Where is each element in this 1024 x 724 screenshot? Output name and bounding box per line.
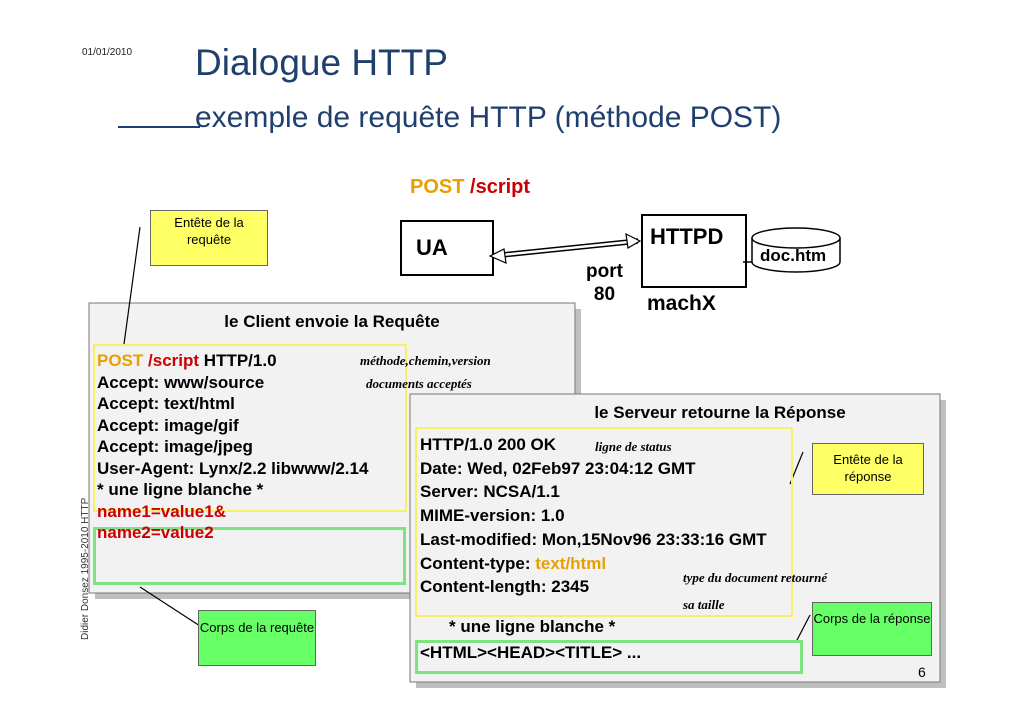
vertical-credit: Didier Donsez 1995-2010 HTTP	[80, 497, 91, 640]
response-blank-line: * une ligne blanche *	[449, 617, 616, 636]
port-word: port	[586, 261, 623, 282]
httpd-label: HTTPD	[650, 224, 724, 249]
ua-httpd-arrow	[491, 238, 639, 259]
response-header-frame	[415, 427, 793, 617]
request-body-frame	[93, 527, 406, 585]
response-header-line: Last-modified: Mon,15Nov96 23:33:16 GMT	[420, 529, 767, 549]
arrowhead-right	[625, 232, 642, 249]
status-line: HTTP/1.0 200 OK	[420, 435, 557, 454]
content-type-line: Content-type: text/html	[420, 552, 767, 576]
ua-box: UA	[400, 220, 494, 276]
ua-label: UA	[416, 235, 448, 260]
response-body-line: <HTML><HEAD><TITLE> ...	[420, 643, 642, 662]
request-blank-line: * une ligne blanche *	[97, 480, 264, 499]
request-header-line: Accept: www/source	[97, 372, 265, 392]
port-number: 80	[593, 284, 616, 305]
content-length-note: sa taille	[683, 597, 725, 612]
accept-note: documents acceptés	[366, 376, 472, 391]
request-line: POST /script HTTP/1.0	[97, 350, 368, 372]
request-header-pointer	[123, 226, 141, 345]
request-header-frame	[93, 344, 407, 512]
request-method: POST	[97, 351, 144, 370]
request-body-callout: Corps de la requête	[198, 610, 316, 666]
response-header-line: Server: NCSA/1.1	[420, 482, 560, 502]
response-lines: HTTP/1.0 200 OK Date: Wed, 02Feb97 23:04…	[420, 433, 767, 599]
request-header-line: User-Agent: Lynx/2.2 libwww/2.14	[97, 458, 369, 478]
post-method: POST	[410, 176, 465, 198]
request-body-pointer	[139, 586, 201, 627]
arrowhead-left	[488, 248, 507, 264]
request-lines: POST /script HTTP/1.0 Accept: www/source…	[97, 350, 368, 544]
request-panel-title: le Client envoie la Requête	[224, 312, 440, 331]
request-header-callout: Entête de la requête	[150, 210, 268, 266]
slide-date: 01/01/2010	[82, 47, 133, 58]
title-underline	[118, 126, 200, 128]
request-line-note: méthode,chemin,version	[360, 353, 491, 368]
response-body-pointer	[795, 614, 811, 643]
request-path: /script	[148, 351, 200, 370]
request-version: HTTP/1.0	[203, 351, 277, 370]
content-type-value: text/html	[535, 553, 607, 573]
machine-label: machX	[647, 292, 716, 315]
slide-subtitle: exemple de requête HTTP (méthode POST)	[195, 101, 782, 134]
response-body-frame	[415, 640, 803, 674]
request-header-line: Accept: image/jpeg	[97, 437, 253, 456]
slide-title: Dialogue HTTP	[195, 42, 448, 83]
content-type-label: Content-type:	[420, 553, 531, 573]
request-header-line: Accept: text/html	[97, 394, 235, 413]
response-body-callout: Corps de la réponse	[812, 602, 932, 656]
request-body-line: name1=value1&	[97, 501, 226, 521]
response-header-callout: Entête de la réponse	[812, 443, 924, 495]
page-number: 6	[918, 664, 926, 680]
post-path: /script	[470, 176, 531, 198]
post-script-label: POST /script	[410, 176, 530, 199]
request-body-line: name2=value2	[97, 523, 214, 542]
response-panel-title: le Serveur retourne la Réponse	[594, 403, 846, 422]
document-label: doc.htm	[760, 246, 827, 265]
doc-cylinder	[751, 227, 841, 273]
content-length-line: Content-length: 2345	[420, 577, 590, 597]
port-label: port 80	[586, 260, 623, 306]
response-header-line: Date: Wed, 02Feb97 23:04:12 GMT	[420, 458, 696, 478]
response-header-line: MIME-version: 1.0	[420, 506, 565, 526]
status-note: ligne de status	[595, 439, 672, 454]
request-header-line: Accept: image/gif	[97, 415, 239, 435]
content-type-note: type du document retourné	[683, 570, 828, 585]
httpd-box: HTTPD	[641, 214, 747, 288]
